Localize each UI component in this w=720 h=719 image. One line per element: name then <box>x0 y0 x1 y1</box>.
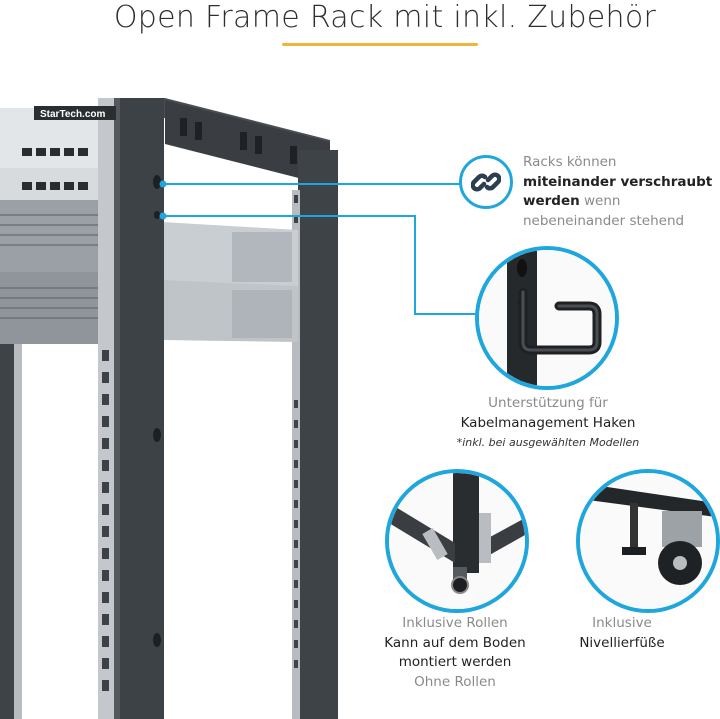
feature-screw-line3-light: wenn <box>584 193 621 209</box>
feature-caster-line4: Ohne Rollen <box>414 673 496 690</box>
rack-post-holes <box>98 98 114 719</box>
caster-photo <box>385 469 529 613</box>
feature-screw-line3-bold: werden <box>523 193 580 209</box>
callout-line-hook <box>163 215 478 315</box>
rack-leg <box>453 473 479 573</box>
feature-feet-line1: Inklusive <box>592 615 652 631</box>
page-title: Open Frame Rack mit inkl. Zubehör <box>113 0 657 35</box>
chain-link-badge <box>459 155 513 209</box>
feature-hook-note: *inkl. bei ausgewählten Modellen <box>456 436 640 449</box>
feature-hook-line2: Kabelmanagement Haken <box>460 414 636 431</box>
rack-side-rail <box>165 100 330 186</box>
chain-link-icon <box>471 172 501 192</box>
feature-screw-line4: nebeneinander stehend <box>523 212 685 229</box>
rack-post-front <box>112 98 164 719</box>
leveling-feet-photo <box>576 469 720 613</box>
feature-screw-line2: miteinander verschraubt <box>523 173 713 190</box>
leveling-foot-screw <box>630 503 638 551</box>
feature-caster-line1: Inklusive Rollen <box>402 615 508 631</box>
rack-post-holes-strip <box>292 190 300 719</box>
rack-bottom-plate <box>580 483 716 517</box>
feature-screw-line1: Racks können <box>523 154 617 170</box>
feature-hook-text: Unterstützung für Kabelmanagement Haken … <box>430 394 666 453</box>
server-unit-1 <box>0 200 112 272</box>
rack-post-back <box>298 150 338 719</box>
feature-feet-line2: Nivellierfüße <box>579 634 665 651</box>
caster-wheel-icon <box>451 576 469 594</box>
brand-label: StarTech.com <box>40 109 105 120</box>
feature-caster-line2: Kann auf dem Boden <box>384 634 526 651</box>
caster-bracket <box>662 511 702 547</box>
cable-hook-photo <box>475 246 619 390</box>
feature-caster-text: Inklusive Rollen Kann auf dem Boden mont… <box>370 614 540 692</box>
feature-caster-line3: montiert werden <box>398 654 512 670</box>
feature-hook-line1: Unterstützung für <box>488 395 608 411</box>
feature-feet-text: Inklusive Nivellierfüße <box>572 614 672 653</box>
feature-screw-text: Racks können miteinander verschraubt wer… <box>523 153 713 231</box>
leveling-foot-pad <box>622 547 646 555</box>
title-underline <box>282 43 478 46</box>
